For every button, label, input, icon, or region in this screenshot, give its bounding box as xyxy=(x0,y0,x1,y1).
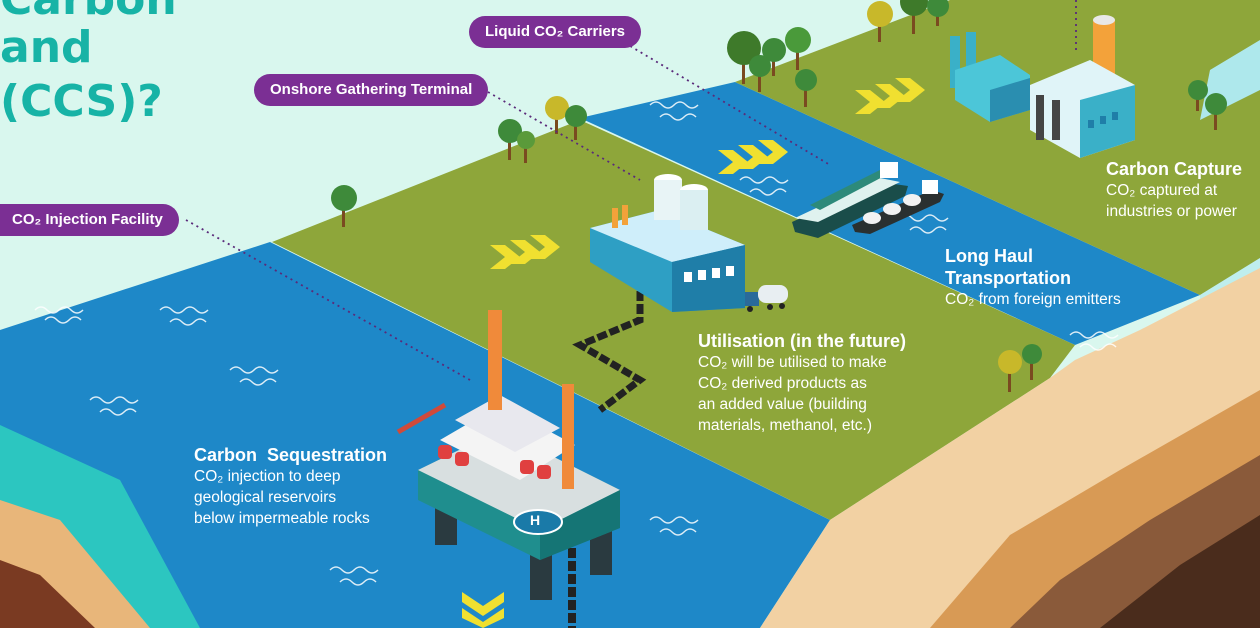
utilisation-title: Utilisation (in the future) xyxy=(698,331,906,351)
trees xyxy=(331,0,1227,392)
label-onshore-gathering-terminal: Onshore Gathering Terminal xyxy=(254,74,489,106)
long-haul-title: Transportation xyxy=(945,268,1072,288)
offshore-platform xyxy=(396,310,620,600)
chevron-icon xyxy=(490,235,560,269)
carbon-capture-text: CO₂ captured at xyxy=(1106,182,1218,199)
page-heading-line-1: Carbon xyxy=(0,0,177,22)
chevron-icon xyxy=(855,78,925,114)
label-liquid-co2-carriers: Liquid CO₂ Carriers xyxy=(469,16,642,48)
onshore-terminal-building xyxy=(590,174,745,312)
caption-utilisation: Utilisation (in the future) CO₂ will be … xyxy=(698,330,906,436)
caption-carbon-sequestration: Carbon Sequestration CO₂ injection to de… xyxy=(194,444,387,529)
label-co2-injection-facility: CO₂ Injection Facility xyxy=(0,204,179,236)
helipad-icon: H xyxy=(530,512,541,528)
capture-plant xyxy=(950,15,1135,158)
utilisation-text: materials, methanol, etc.) xyxy=(698,417,873,434)
utilisation-text: an added value (building xyxy=(698,396,867,413)
ocean-left xyxy=(0,242,830,628)
co2-carrier-ship xyxy=(792,162,908,238)
land-middle xyxy=(272,120,1075,520)
sequestration-text: below impermeable rocks xyxy=(194,510,370,527)
chevron-icon xyxy=(718,140,788,174)
pipeline xyxy=(572,278,647,413)
long-haul-text: CO₂ from foreign emitters xyxy=(945,291,1121,308)
carbon-capture-text: industries or power xyxy=(1106,203,1237,220)
sequestration-text: CO₂ injection to deep xyxy=(194,468,341,485)
co2-carrier-ship xyxy=(852,180,944,234)
caption-carbon-capture: Carbon Capture CO₂ captured at industrie… xyxy=(1106,158,1242,222)
sequestration-title: Carbon Sequestration xyxy=(194,445,388,465)
utilisation-text: CO₂ will be utilised to make xyxy=(698,354,887,371)
tanker-truck xyxy=(745,285,788,312)
utilisation-text: CO₂ derived products as xyxy=(698,375,867,392)
long-haul-title: Long Haul xyxy=(945,246,1033,266)
page-heading-line-3: (CCS)? xyxy=(0,76,163,127)
caption-long-haul: Long Haul Transportation CO₂ from foreig… xyxy=(945,245,1121,310)
waves xyxy=(34,101,1119,586)
connector-lines xyxy=(185,0,1077,381)
land-top xyxy=(735,0,1260,295)
sequestration-text: geological reservoirs xyxy=(194,489,337,506)
chevron-down-icon xyxy=(462,592,504,628)
left-earth-layer xyxy=(0,560,95,628)
carbon-capture-title: Carbon Capture xyxy=(1106,159,1243,179)
page-heading-line-2: and xyxy=(0,22,93,73)
deep-earth xyxy=(1100,515,1260,628)
